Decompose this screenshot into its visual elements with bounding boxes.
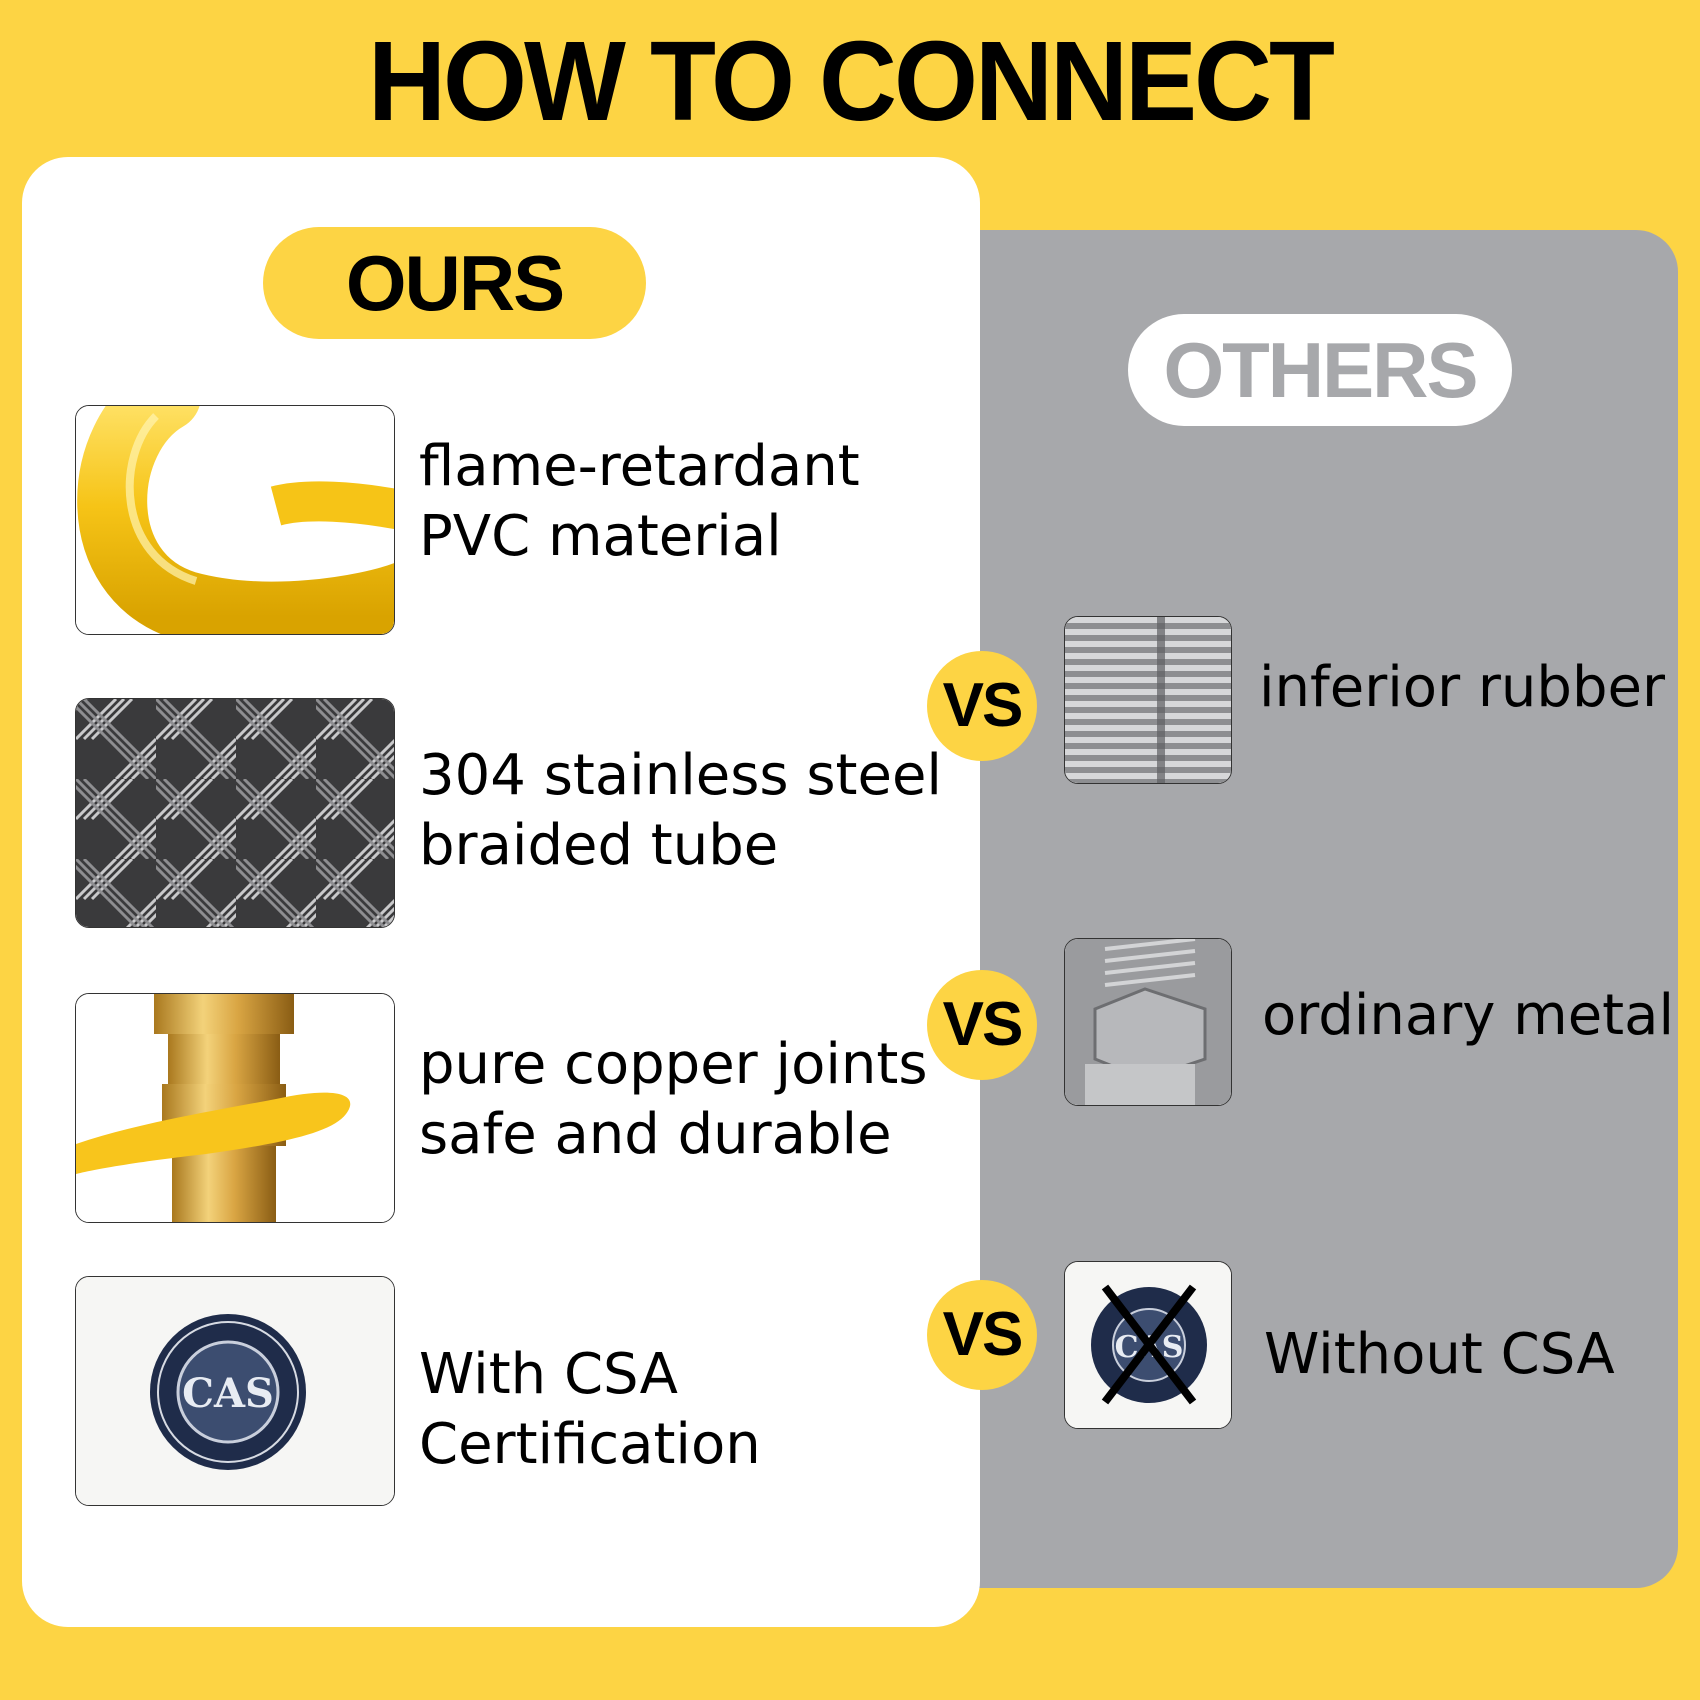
vs-badge: VS	[927, 651, 1037, 761]
crossed-cas-seal-icon: CAS	[1064, 1261, 1232, 1429]
page-title: HOW TO CONNECT	[368, 16, 1335, 145]
brass-fitting-icon	[75, 993, 395, 1223]
others-feature-1: inferior rubber	[1259, 655, 1665, 720]
ours-feature-1-line1: flame-retardant	[419, 434, 860, 499]
ours-feature-3-line1: pure copper joints	[419, 1032, 928, 1097]
ours-feature-2-line2: braided tube	[419, 813, 779, 878]
vs-badge: VS	[927, 970, 1037, 1080]
svg-text:CAS: CAS	[182, 1370, 274, 1417]
metal-fitting-icon	[1064, 938, 1232, 1106]
ours-feature-2-line1: 304 stainless steel	[419, 743, 942, 808]
ours-badge: OURS	[263, 227, 646, 339]
corrugated-tube-icon	[1064, 616, 1232, 784]
cas-seal-icon: CAS	[75, 1276, 395, 1506]
others-panel	[930, 230, 1678, 1588]
others-feature-2: ordinary metal	[1262, 983, 1675, 1048]
ours-feature-4-line1: With CSA	[419, 1342, 678, 1407]
braided-steel-icon	[75, 698, 395, 928]
ours-feature-1-line2: PVC material	[419, 504, 782, 569]
ours-feature-3-line2: safe and durable	[419, 1102, 892, 1167]
others-badge: OTHERS	[1128, 314, 1512, 426]
ours-feature-4-line2: Certification	[419, 1412, 761, 1477]
yellow-hose-icon	[75, 405, 395, 635]
others-feature-3: Without CSA	[1264, 1322, 1615, 1387]
vs-badge: VS	[927, 1280, 1037, 1390]
